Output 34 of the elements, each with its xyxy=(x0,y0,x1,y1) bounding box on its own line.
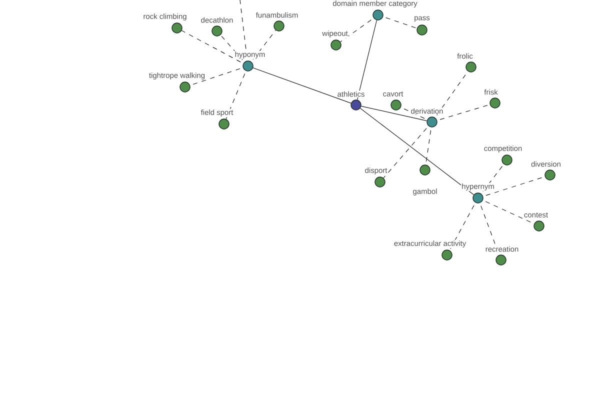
node-dot xyxy=(218,118,230,130)
node-dot xyxy=(420,164,430,176)
connector xyxy=(250,30,276,62)
node-dot xyxy=(490,98,500,108)
node-dot xyxy=(496,254,506,266)
node-dot xyxy=(466,62,476,72)
connector xyxy=(360,106,428,122)
node-dot xyxy=(274,20,284,32)
connector xyxy=(480,164,504,194)
node-dot xyxy=(502,154,512,166)
node-dot xyxy=(534,220,544,232)
node-dot xyxy=(544,170,556,180)
node-dot xyxy=(242,60,254,72)
node-dot xyxy=(212,26,222,36)
node-dot xyxy=(172,22,182,34)
connector xyxy=(360,108,474,196)
node-dot xyxy=(372,10,384,20)
node-dot xyxy=(426,116,438,128)
node-dot xyxy=(330,40,342,50)
connector xyxy=(383,126,429,178)
node-dot xyxy=(374,176,386,188)
node-dot xyxy=(416,24,428,36)
connector xyxy=(181,30,244,64)
node-dot xyxy=(442,250,452,260)
node-dot xyxy=(472,192,484,204)
connector xyxy=(356,20,378,100)
connector xyxy=(220,34,245,62)
connector xyxy=(449,202,476,251)
node-dot xyxy=(390,100,402,110)
node-dot xyxy=(350,100,362,110)
connector xyxy=(226,70,246,120)
connector xyxy=(340,18,374,42)
connector xyxy=(252,68,352,104)
node-dot xyxy=(180,82,190,92)
